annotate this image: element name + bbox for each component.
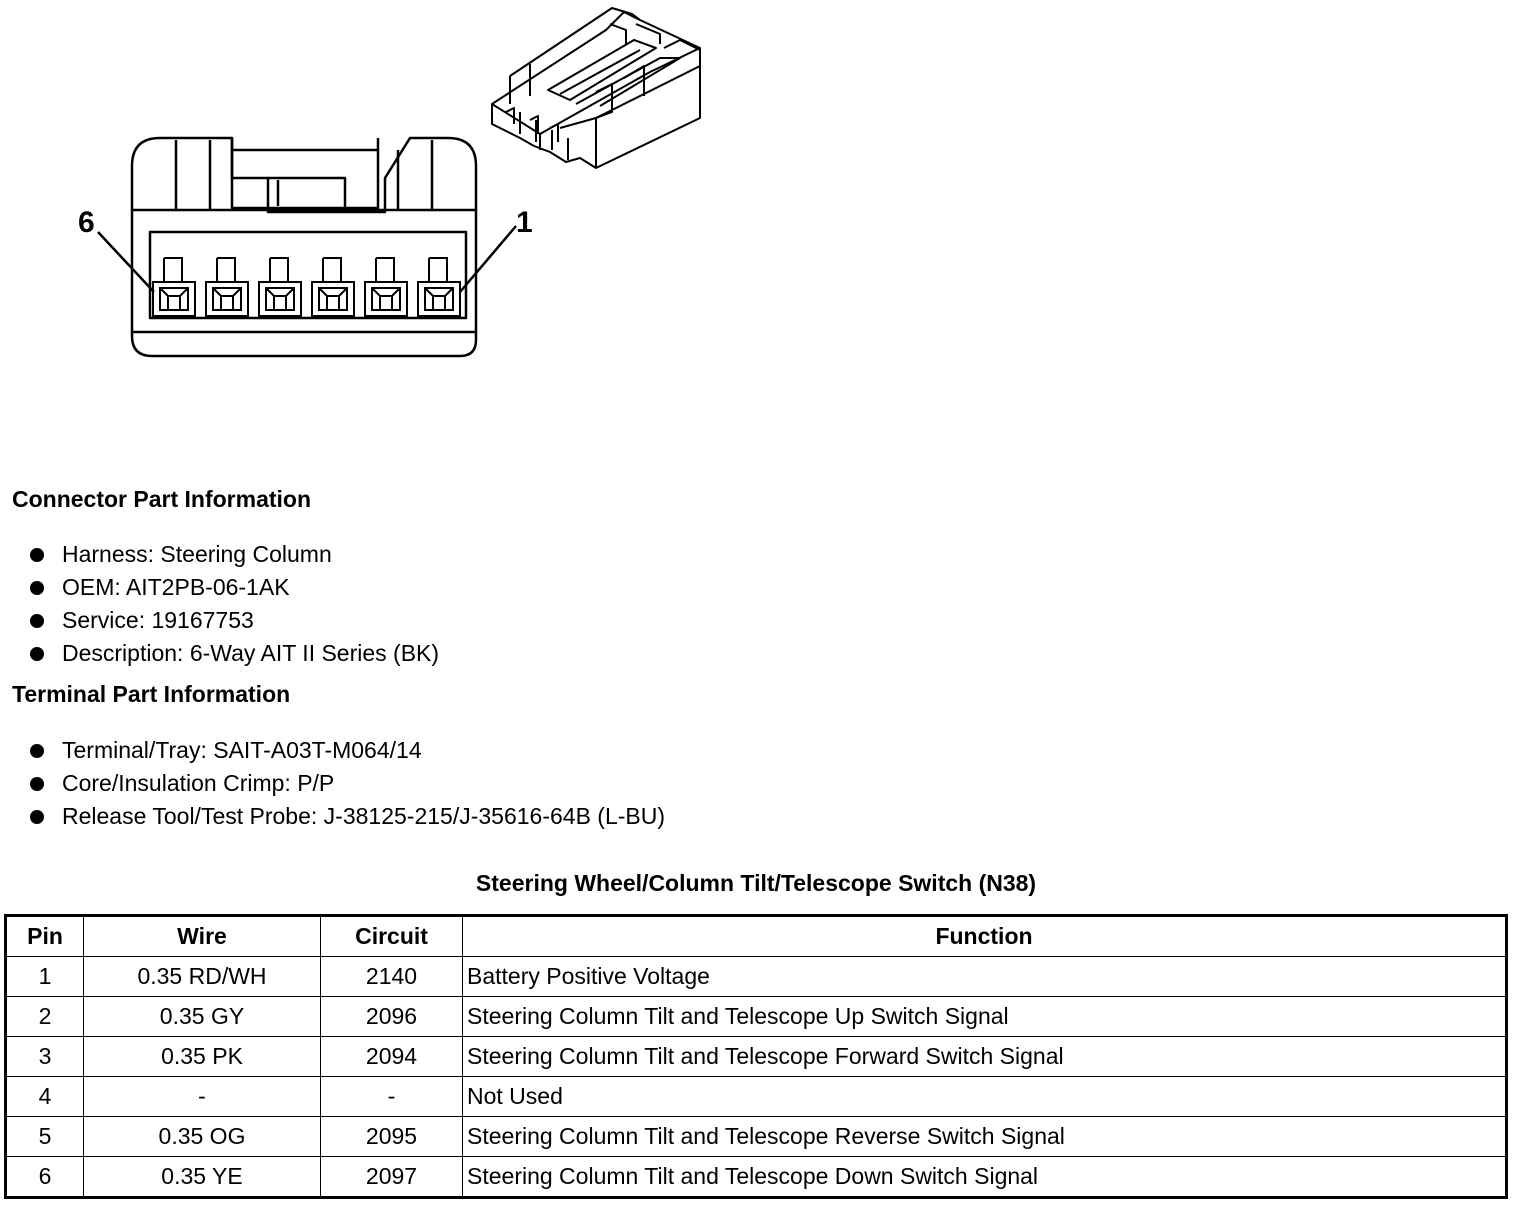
table-row: 4 - - Not Used bbox=[5, 1076, 1507, 1117]
connector-face-drawing: 6 1 bbox=[78, 7, 701, 358]
bullet-icon bbox=[30, 809, 44, 824]
bullet-icon bbox=[30, 613, 44, 628]
cell-wire: 0.35 OG bbox=[83, 1116, 321, 1157]
cell-function: Battery Positive Voltage bbox=[462, 956, 1507, 997]
cavity-2 bbox=[364, 257, 408, 317]
table-row: 3 0.35 PK 2094 Steering Column Tilt and … bbox=[5, 1036, 1507, 1077]
list-item: Terminal/Tray: SAIT-A03T-M064/14 bbox=[28, 734, 665, 767]
cell-wire: 0.35 PK bbox=[83, 1036, 321, 1077]
cell-circuit: 2097 bbox=[320, 1156, 463, 1198]
list-item-text: OEM: AIT2PB-06-1AK bbox=[62, 574, 290, 600]
cell-pin: 3 bbox=[5, 1036, 84, 1077]
cavity-5 bbox=[205, 257, 249, 317]
table-row: 2 0.35 GY 2096 Steering Column Tilt and … bbox=[5, 996, 1507, 1037]
list-item-text: Description: 6-Way AIT II Series (BK) bbox=[62, 640, 440, 666]
cell-function: Steering Column Tilt and Telescope Down … bbox=[462, 1156, 1507, 1198]
cell-function: Steering Column Tilt and Telescope Up Sw… bbox=[462, 996, 1507, 1037]
connector-info-list: Harness: Steering Column OEM: AIT2PB-06-… bbox=[28, 538, 439, 670]
leader-line-pin-1 bbox=[459, 225, 517, 293]
table-title: Steering Wheel/Column Tilt/Telescope Swi… bbox=[475, 870, 1037, 896]
cavity-1 bbox=[417, 257, 461, 317]
header-function: Function bbox=[462, 915, 1507, 957]
list-item-text: Release Tool/Test Probe: J-38125-215/J-3… bbox=[62, 803, 666, 829]
table-row: 1 0.35 RD/WH 2140 Battery Positive Volta… bbox=[5, 956, 1507, 997]
cell-circuit: 2094 bbox=[320, 1036, 463, 1077]
header-wire: Wire bbox=[83, 915, 321, 957]
bullet-icon bbox=[30, 580, 44, 595]
cell-wire: - bbox=[83, 1076, 321, 1117]
cell-pin: 2 bbox=[5, 996, 84, 1037]
cell-pin: 4 bbox=[5, 1076, 84, 1117]
pin-label-1: 1 bbox=[516, 206, 533, 239]
list-item: Core/Insulation Crimp: P/P bbox=[28, 767, 665, 800]
list-item-text: Harness: Steering Column bbox=[62, 541, 332, 567]
cavity-3 bbox=[311, 257, 355, 317]
pin-table: Pin Wire Circuit Function 1 0.35 RD/WH 2… bbox=[4, 914, 1508, 1199]
cell-circuit: 2095 bbox=[320, 1116, 463, 1157]
bullet-icon bbox=[30, 547, 44, 562]
table-header-row: Pin Wire Circuit Function bbox=[5, 915, 1507, 957]
list-item: Description: 6-Way AIT II Series (BK) bbox=[28, 637, 439, 670]
cavity-4 bbox=[258, 257, 302, 317]
cell-circuit: - bbox=[320, 1076, 463, 1117]
bullet-icon bbox=[30, 776, 44, 791]
terminal-info-list: Terminal/Tray: SAIT-A03T-M064/14 Core/In… bbox=[28, 734, 665, 833]
bullet-icon bbox=[30, 646, 44, 661]
cell-pin: 6 bbox=[5, 1156, 84, 1198]
cell-function: Steering Column Tilt and Telescope Rever… bbox=[462, 1116, 1507, 1157]
list-item: Harness: Steering Column bbox=[28, 538, 439, 571]
terminal-info-heading: Terminal Part Information bbox=[12, 681, 291, 707]
header-circuit: Circuit bbox=[320, 915, 463, 957]
cell-circuit: 2096 bbox=[320, 996, 463, 1037]
cell-pin: 5 bbox=[5, 1116, 84, 1157]
table-row: 6 0.35 YE 2097 Steering Column Tilt and … bbox=[5, 1156, 1507, 1198]
list-item: Service: 19167753 bbox=[28, 604, 439, 637]
list-item-text: Terminal/Tray: SAIT-A03T-M064/14 bbox=[62, 737, 422, 763]
cell-wire: 0.35 GY bbox=[83, 996, 321, 1037]
list-item-text: Service: 19167753 bbox=[62, 607, 254, 633]
connector-info-heading: Connector Part Information bbox=[12, 486, 312, 512]
cell-pin: 1 bbox=[5, 956, 84, 997]
cell-wire: 0.35 YE bbox=[83, 1156, 321, 1198]
list-item: Release Tool/Test Probe: J-38125-215/J-3… bbox=[28, 800, 665, 833]
cell-function: Not Used bbox=[462, 1076, 1507, 1117]
list-item: OEM: AIT2PB-06-1AK bbox=[28, 571, 439, 604]
cell-circuit: 2140 bbox=[320, 956, 463, 997]
connector-diagram: 6 1 bbox=[0, 0, 760, 420]
cell-wire: 0.35 RD/WH bbox=[83, 956, 321, 997]
cavity-6 bbox=[152, 257, 196, 317]
bullet-icon bbox=[30, 743, 44, 758]
table-row: 5 0.35 OG 2095 Steering Column Tilt and … bbox=[5, 1116, 1507, 1157]
connector-isometric-view bbox=[491, 7, 701, 169]
list-item-text: Core/Insulation Crimp: P/P bbox=[62, 770, 335, 796]
leader-line-pin-6 bbox=[97, 231, 155, 293]
cell-function: Steering Column Tilt and Telescope Forwa… bbox=[462, 1036, 1507, 1077]
pin-label-6: 6 bbox=[78, 206, 95, 239]
header-pin: Pin bbox=[5, 915, 84, 957]
